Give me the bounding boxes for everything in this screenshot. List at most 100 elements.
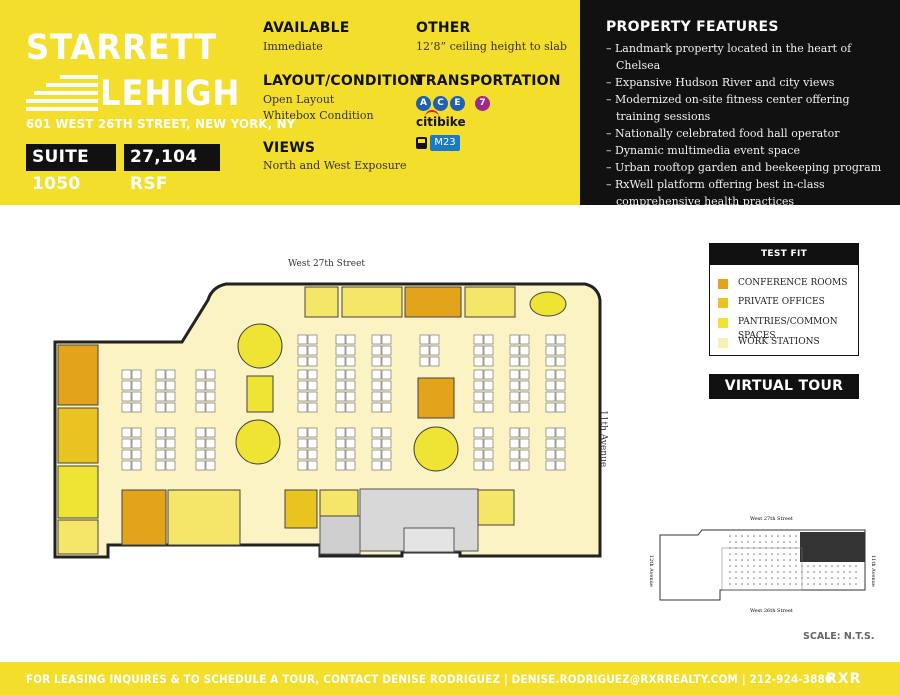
workstation [155, 369, 166, 380]
workstation [545, 427, 556, 438]
workstation [483, 391, 494, 402]
workstation [381, 427, 392, 438]
workstation [473, 402, 484, 413]
workstation [165, 391, 176, 402]
workstation [509, 460, 520, 471]
workstation [371, 334, 382, 345]
subway-c-icon: C [433, 96, 448, 111]
workstation [473, 449, 484, 460]
workstation [509, 449, 520, 460]
workstation [371, 460, 382, 471]
views-heading: VIEWS [263, 140, 316, 156]
workstation [483, 345, 494, 356]
workstation [345, 369, 356, 380]
workstation [297, 438, 308, 449]
workstation [345, 438, 356, 449]
workstation [297, 427, 308, 438]
workstation [155, 391, 166, 402]
workstation [335, 402, 346, 413]
private-office [57, 407, 99, 464]
workstation [473, 345, 484, 356]
workstation [205, 460, 216, 471]
workstation [555, 391, 566, 402]
workstation [483, 402, 494, 413]
private-office [57, 519, 99, 555]
workstation [519, 345, 530, 356]
north-street-label: West 27th Street [288, 259, 366, 269]
workstation [345, 402, 356, 413]
workstation [519, 391, 530, 402]
workstation [545, 438, 556, 449]
workstation [335, 345, 346, 356]
workstation [381, 402, 392, 413]
workstation [297, 369, 308, 380]
workstation [131, 391, 142, 402]
workstation [473, 369, 484, 380]
workstation [509, 345, 520, 356]
workstation [381, 334, 392, 345]
rsf-badge: 27,104 RSF [124, 144, 220, 194]
workstation [345, 427, 356, 438]
pantry [57, 465, 99, 519]
workstation [297, 380, 308, 391]
lounge [413, 426, 459, 472]
workstation [165, 460, 176, 471]
workstation [297, 356, 308, 367]
workstation [519, 438, 530, 449]
workstation [519, 334, 530, 345]
layout-line-1: Open Layout [263, 93, 335, 106]
workstation [345, 356, 356, 367]
workstation [545, 369, 556, 380]
workstation [335, 427, 346, 438]
workstation [371, 438, 382, 449]
workstation [545, 380, 556, 391]
workstation [335, 380, 346, 391]
workstation [165, 427, 176, 438]
contact-info: FOR LEASING INQUIRES & TO SCHEDULE A TOU… [26, 672, 833, 686]
workstation [555, 460, 566, 471]
workstation [121, 438, 132, 449]
workstation [205, 449, 216, 460]
workstation [345, 380, 356, 391]
workstation [419, 356, 430, 367]
citibike-logo: citibike [416, 110, 466, 129]
conference-room [417, 377, 455, 419]
workstation [419, 334, 430, 345]
workstation [155, 427, 166, 438]
features-list: Landmark property located in the heart o… [606, 40, 886, 210]
workstation [545, 449, 556, 460]
workstation [205, 427, 216, 438]
workstation [335, 391, 346, 402]
feature-item: Expansive Hudson River and city views [606, 74, 886, 91]
workstation [473, 438, 484, 449]
workstation [131, 402, 142, 413]
workstation [555, 334, 566, 345]
lounge [237, 323, 283, 369]
key-plan: West 27th Street West 26th Street 11th A… [648, 516, 876, 614]
svg-text:11th Avenue: 11th Avenue [870, 555, 876, 587]
workstation [545, 460, 556, 471]
transportation-heading: TRANSPORTATION [416, 73, 561, 89]
workstation [155, 438, 166, 449]
virtual-tour-button[interactable]: VIRTUAL TOUR [709, 374, 859, 399]
workstation [307, 391, 318, 402]
workstation [371, 427, 382, 438]
private-office [319, 489, 359, 517]
workstation [131, 380, 142, 391]
workstation [381, 356, 392, 367]
workstation [483, 427, 494, 438]
brand-name-line1: STARRETT [26, 28, 218, 68]
available-heading: AVAILABLE [263, 20, 350, 36]
private-office [341, 286, 403, 318]
workstation [297, 345, 308, 356]
workstation [195, 427, 206, 438]
workstation [121, 369, 132, 380]
workstation [335, 356, 346, 367]
workstation [307, 334, 318, 345]
workstation [545, 391, 556, 402]
features-heading: PROPERTY FEATURES [606, 19, 779, 35]
workstation [545, 356, 556, 367]
workstation [545, 334, 556, 345]
workstation [473, 460, 484, 471]
workstation [121, 449, 132, 460]
